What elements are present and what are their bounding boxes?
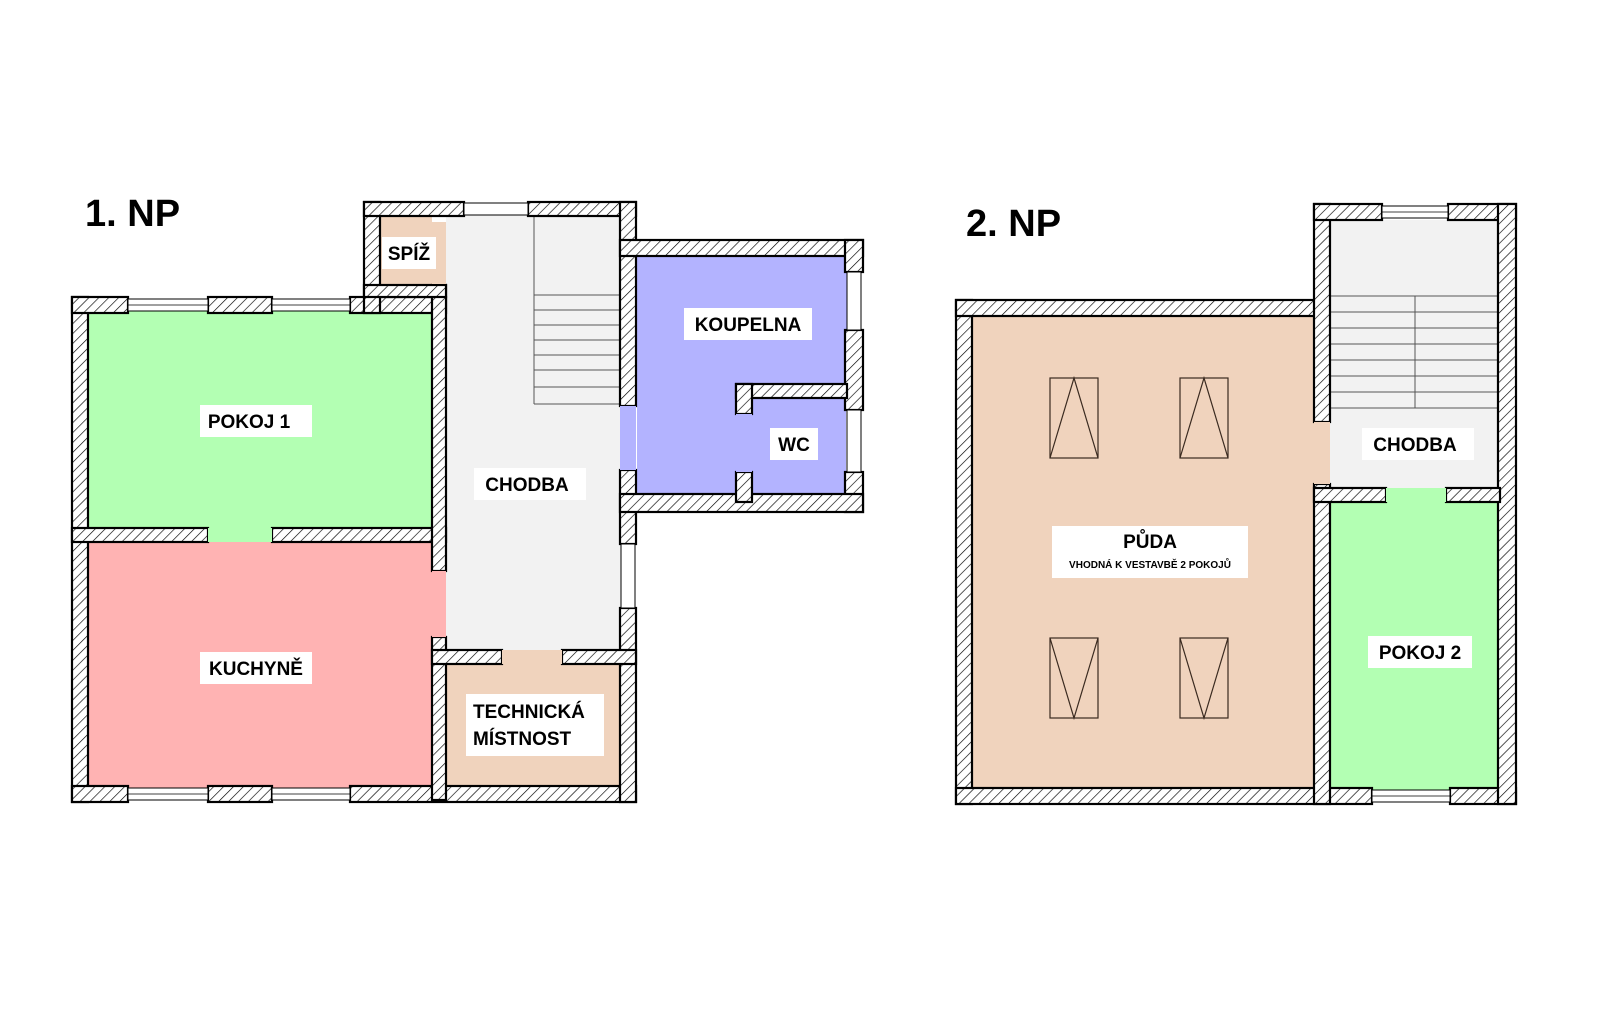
floor-2-title: 2. NP	[966, 203, 1061, 245]
svg-text:WC: WC	[778, 435, 810, 456]
walls-1np	[70, 200, 865, 804]
floor-1-title: 1. NP	[85, 193, 180, 235]
label-puda: PŮDA VHODNÁ K VESTAVBĚ 2 POKOJŮ	[1052, 526, 1248, 578]
label-koupelna: KOUPELNA	[684, 308, 812, 340]
svg-text:MÍSTNOST: MÍSTNOST	[473, 728, 572, 750]
label-pokoj-1: POKOJ 1	[200, 405, 312, 437]
svg-text:CHODBA: CHODBA	[485, 475, 569, 496]
svg-text:POKOJ 2: POKOJ 2	[1379, 643, 1461, 664]
walls-2np	[954, 202, 1518, 806]
door-pokoj-2	[1386, 488, 1446, 502]
label-kuchyne: KUCHYNĚ	[200, 652, 312, 684]
svg-text:KOUPELNA: KOUPELNA	[695, 315, 802, 336]
svg-text:TECHNICKÁ: TECHNICKÁ	[473, 701, 585, 723]
door-puda	[1314, 422, 1330, 484]
label-spiz: SPÍŽ	[382, 237, 436, 269]
svg-text:KUCHYNĚ: KUCHYNĚ	[209, 658, 303, 680]
label-chodba-1np: CHODBA	[474, 468, 586, 500]
label-wc: WC	[770, 428, 818, 460]
floor-1-plan: 1. NP	[70, 193, 865, 804]
svg-text:PŮDA: PŮDA	[1123, 530, 1177, 553]
windows-1np	[127, 202, 862, 801]
door-wc	[736, 414, 752, 472]
door-pokoj-kuchyne	[208, 528, 272, 542]
label-technicka-mistnost: TECHNICKÁ MÍSTNOST	[466, 694, 604, 756]
staircase-1np	[533, 214, 622, 405]
svg-text:POKOJ 1: POKOJ 1	[208, 412, 291, 433]
door-kuchyne-chodba	[432, 571, 446, 637]
windows-2np	[1371, 205, 1451, 803]
door-koupelna	[620, 406, 636, 470]
svg-text:VHODNÁ K VESTAVBĚ 2 POKOJŮ: VHODNÁ K VESTAVBĚ 2 POKOJŮ	[1069, 557, 1231, 571]
door-chodba-technicka	[502, 650, 562, 664]
label-pokoj-2: POKOJ 2	[1368, 636, 1472, 668]
skylights	[1049, 375, 1229, 721]
svg-text:CHODBA: CHODBA	[1373, 435, 1457, 456]
svg-text:SPÍŽ: SPÍŽ	[388, 243, 431, 265]
floor-2-plan: 2. NP	[954, 202, 1518, 806]
staircase-2np	[1330, 295, 1500, 409]
label-chodba-2np: CHODBA	[1362, 428, 1474, 460]
